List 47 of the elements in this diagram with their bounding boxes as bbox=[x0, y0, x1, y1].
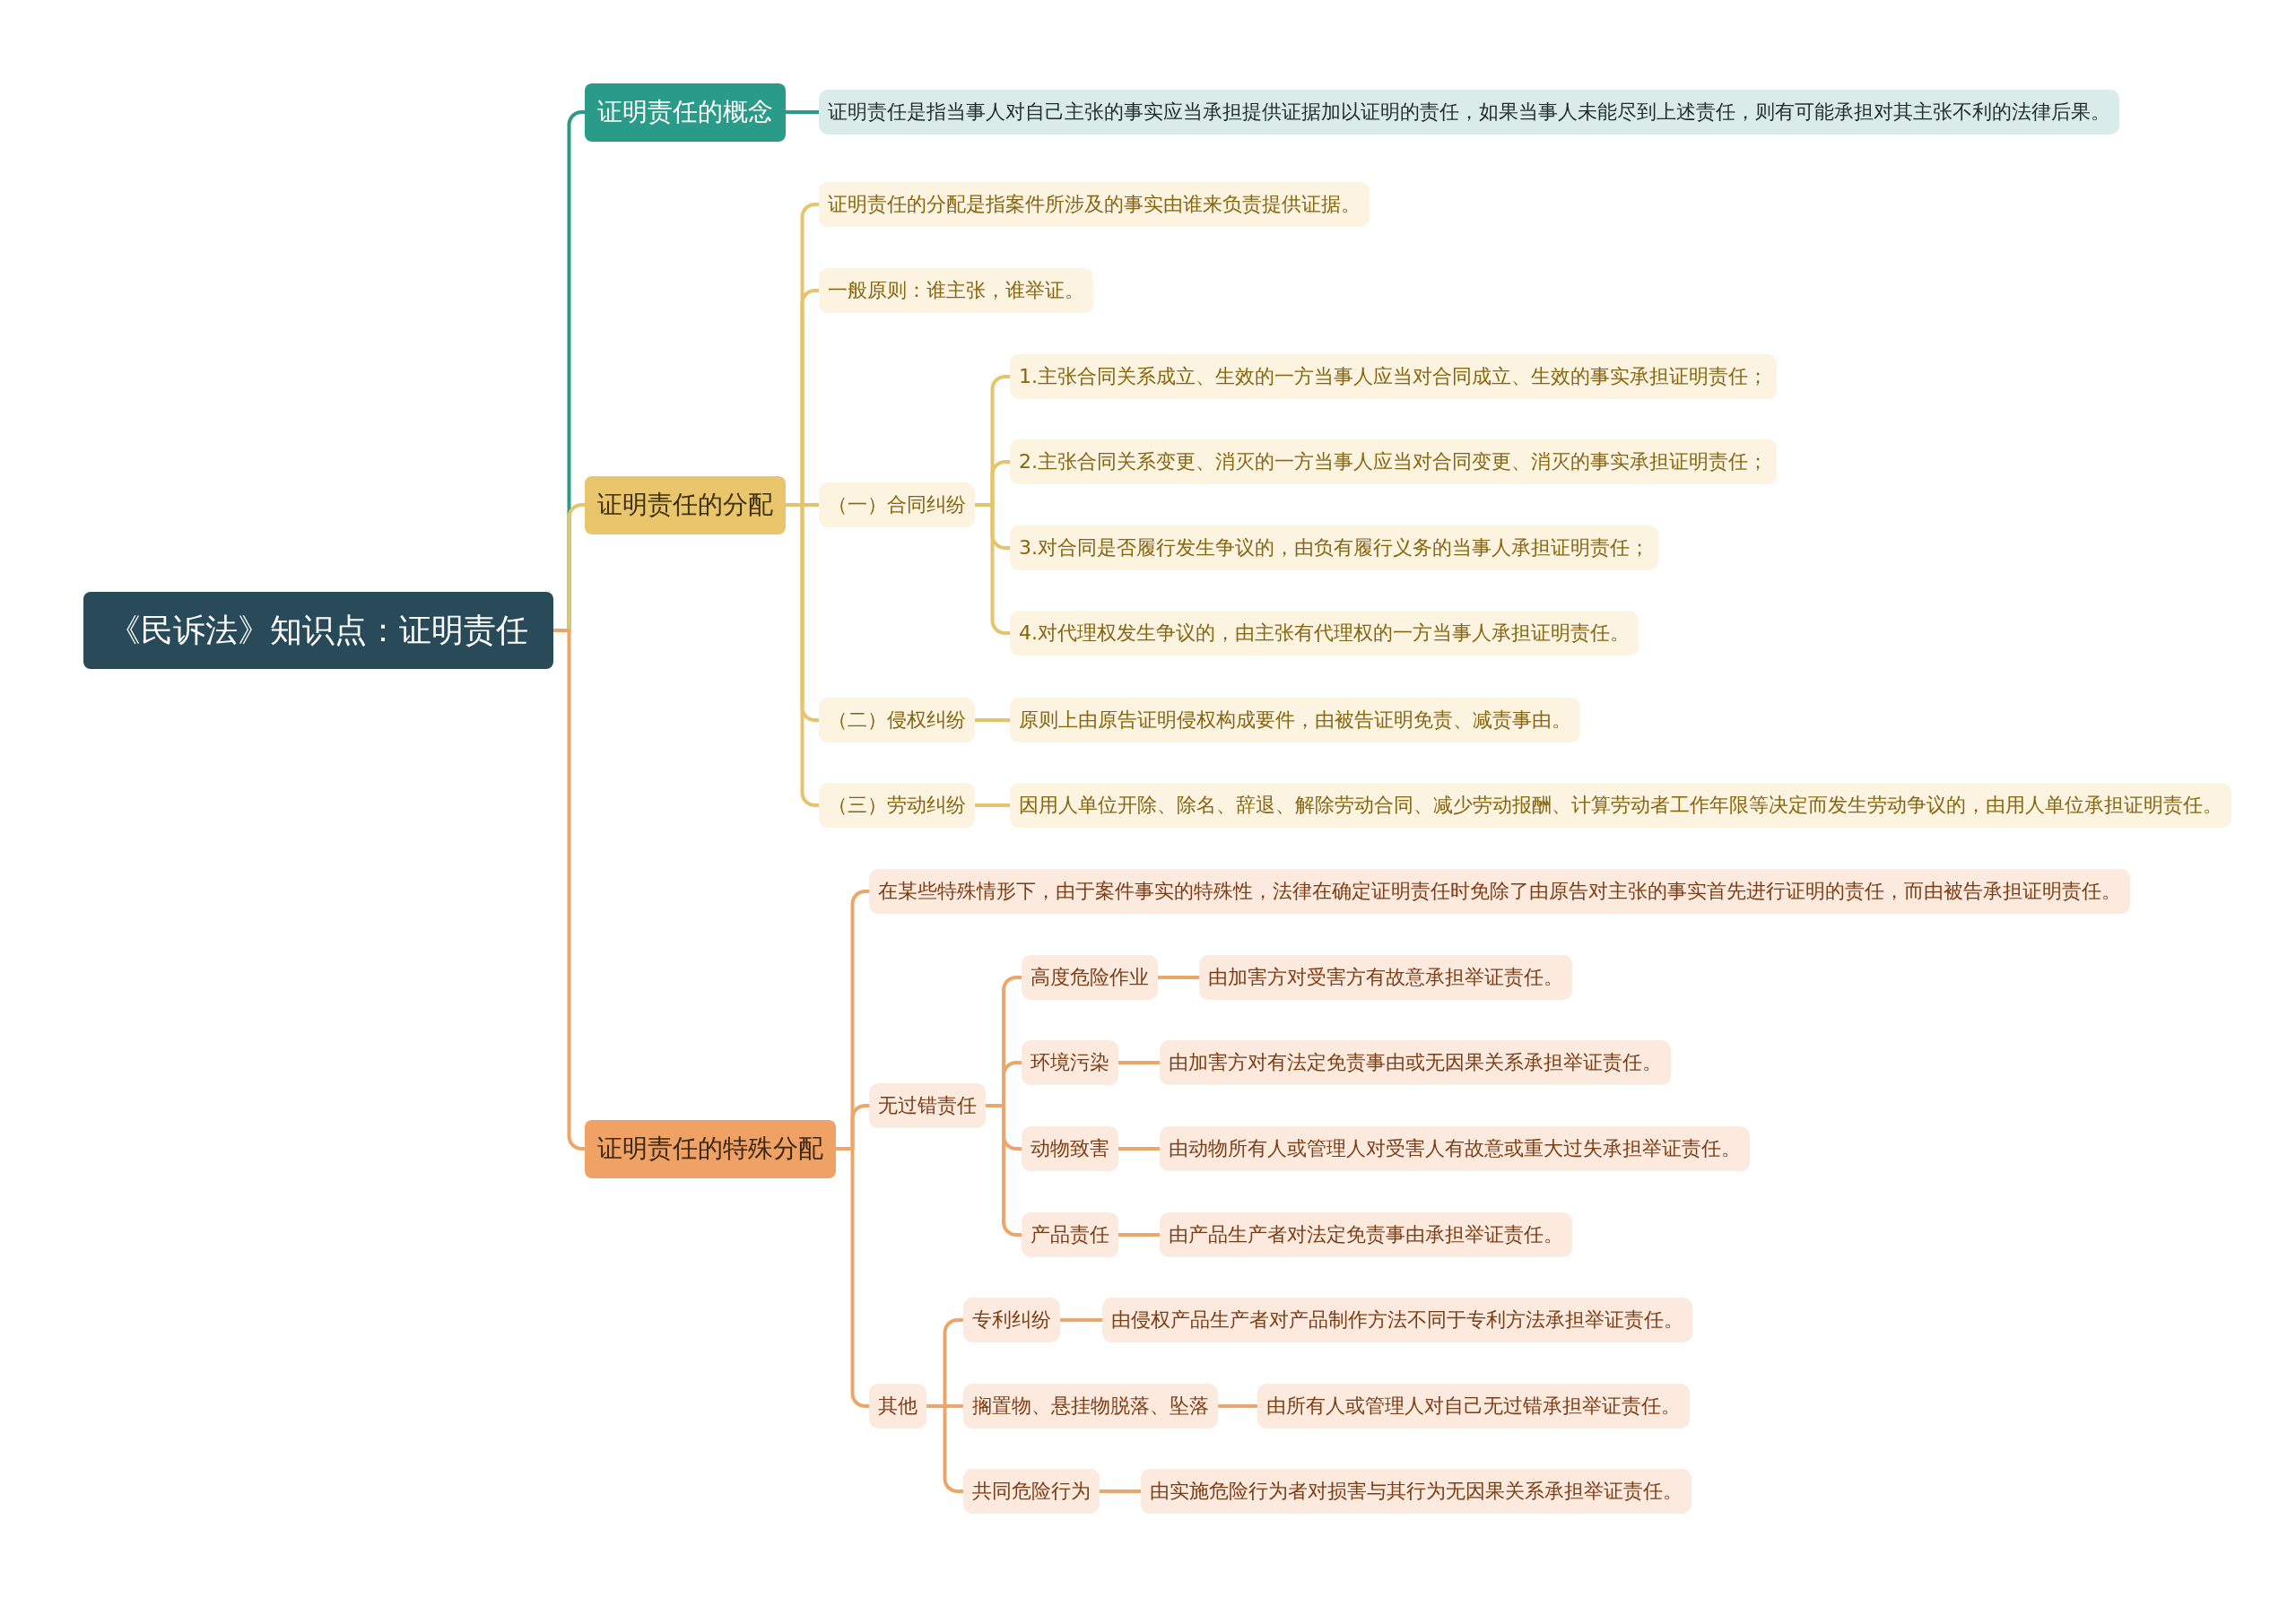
main-topic: 证明责任的特殊分配 bbox=[585, 1119, 836, 1178]
subtopic: 证明责任是指当事人对自己主张的事实应当承担提供证据加以证明的责任，如果当事人未能尽到上述责任，则有可能承担对其主张不利的法律后果。 bbox=[819, 90, 2119, 135]
connector-line bbox=[786, 110, 819, 114]
subtopic: （三）劳动纠纷 bbox=[819, 783, 975, 828]
subtopic: 产品责任 bbox=[1022, 1212, 1118, 1257]
subtopic: 专利纠纷 bbox=[963, 1298, 1060, 1342]
connector-line bbox=[553, 629, 586, 1151]
connector-line bbox=[1218, 1404, 1257, 1408]
subtopic: 2.主张合同关系变更、消灭的一方当事人应当对合同变更、消灭的事实承担证明责任； bbox=[1010, 439, 1777, 484]
connector-line bbox=[1118, 1147, 1160, 1151]
subtopic: 4.对代理权发生争议的，由主张有代理权的一方当事人承担证明责任。 bbox=[1010, 611, 1639, 656]
subtopic: （二）侵权纠纷 bbox=[819, 698, 975, 743]
connector-line bbox=[1118, 1061, 1160, 1064]
subtopic: 证明责任的分配是指案件所涉及的事实由谁来负责提供证据。 bbox=[819, 182, 1370, 227]
subtopic: 一般原则：谁主张，谁举证。 bbox=[819, 268, 1093, 313]
main-topic: 证明责任的概念 bbox=[585, 83, 786, 142]
subtopic: 因用人单位开除、除名、辞退、解除劳动合同、减少劳动报酬、计算劳动者工作年限等决定而发生劳动争议的，由用人单位承担证明责任。 bbox=[1010, 783, 2231, 828]
connector-line bbox=[1118, 1233, 1160, 1237]
central-topic: 《民诉法》知识点：证明责任 bbox=[83, 592, 553, 669]
subtopic: 由加害方对受害方有故意承担举证责任。 bbox=[1199, 955, 1572, 1000]
subtopic: 其他 bbox=[869, 1384, 926, 1429]
connector-line bbox=[1060, 1318, 1102, 1322]
subtopic: 由产品生产者对法定免责事由承担举证责任。 bbox=[1160, 1212, 1572, 1257]
subtopic: （一）合同纠纷 bbox=[819, 482, 975, 527]
connector-line bbox=[975, 803, 1010, 807]
subtopic: 由所有人或管理人对自己无过错承担举证责任。 bbox=[1257, 1384, 1690, 1429]
main-topic: 证明责任的分配 bbox=[585, 475, 786, 534]
subtopic: 1.主张合同关系成立、生效的一方当事人应当对合同成立、生效的事实承担证明责任； bbox=[1010, 354, 1777, 399]
connector-line bbox=[1158, 976, 1199, 979]
subtopic: 3.对合同是否履行发生争议的，由负有履行义务的当事人承担证明责任； bbox=[1010, 525, 1658, 570]
subtopic: 由侵权产品生产者对产品制作方法不同于专利方法承担举证责任。 bbox=[1102, 1298, 1692, 1342]
subtopic: 在某些特殊情形下，由于案件事实的特殊性，法律在确定证明责任时免除了由原告对主张的事实首先进行证明的责任，而由被告承担证明责任。 bbox=[869, 869, 2130, 914]
connector-line bbox=[836, 1147, 869, 1408]
subtopic: 由加害方对有法定免责事由或无因果关系承担举证责任。 bbox=[1160, 1040, 1671, 1085]
connector-line bbox=[1100, 1489, 1141, 1493]
subtopic: 由实施危险行为者对损害与其行为无因果关系承担举证责任。 bbox=[1141, 1469, 1692, 1514]
subtopic: 搁置物、悬挂物脱落、坠落 bbox=[963, 1384, 1218, 1429]
connector-line bbox=[975, 718, 1010, 722]
subtopic: 原则上由原告证明侵权构成要件，由被告证明免责、减责事由。 bbox=[1010, 698, 1580, 743]
subtopic: 动物致害 bbox=[1022, 1126, 1118, 1171]
subtopic: 共同危险行为 bbox=[963, 1469, 1100, 1514]
subtopic: 无过错责任 bbox=[869, 1083, 986, 1128]
connector-line bbox=[926, 1404, 963, 1493]
subtopic: 环境污染 bbox=[1022, 1040, 1118, 1085]
subtopic: 由动物所有人或管理人对受害人有故意或重大过失承担举证责任。 bbox=[1160, 1126, 1750, 1171]
connector-line bbox=[975, 503, 1010, 635]
subtopic: 高度危险作业 bbox=[1022, 955, 1158, 1000]
